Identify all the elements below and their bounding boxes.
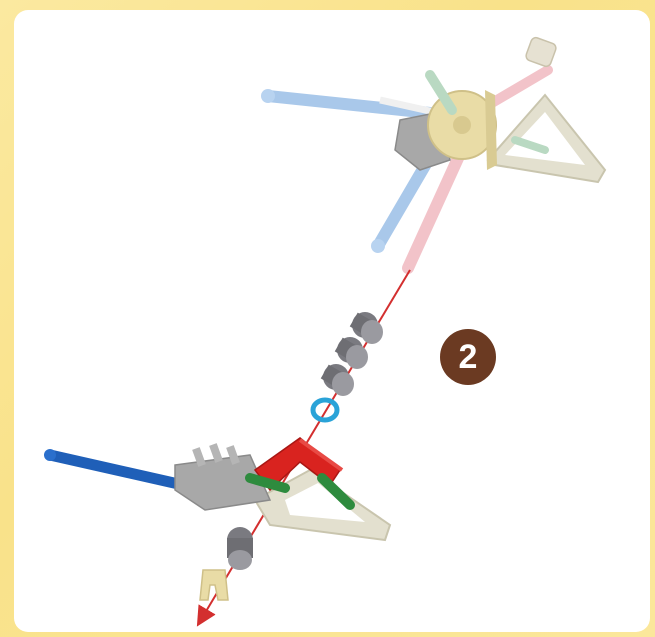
light-green-clip [425,70,457,115]
blue-ring [310,397,340,423]
lower-assembly [44,437,392,601]
light-green-clip-right [511,136,549,154]
tan-end-clip [199,569,229,601]
green-clip-1 [245,473,290,493]
step-number-badge: 2 [440,329,496,385]
grey-spacer-3 [320,364,354,396]
completed-assembly [261,36,607,274]
cream-end-cap [525,36,557,68]
grey-connector-teeth [192,443,240,467]
grey-spacer-1 [349,312,383,344]
instruction-panel: 2 [14,10,650,632]
grey-spacer-bottom [227,527,253,570]
cream-triangle-connector [486,93,607,184]
grey-spacer-2 [334,337,368,369]
light-blue-rod-horizontal [261,89,436,119]
green-clip-2 [317,473,355,510]
assembly-diagram [44,36,607,627]
